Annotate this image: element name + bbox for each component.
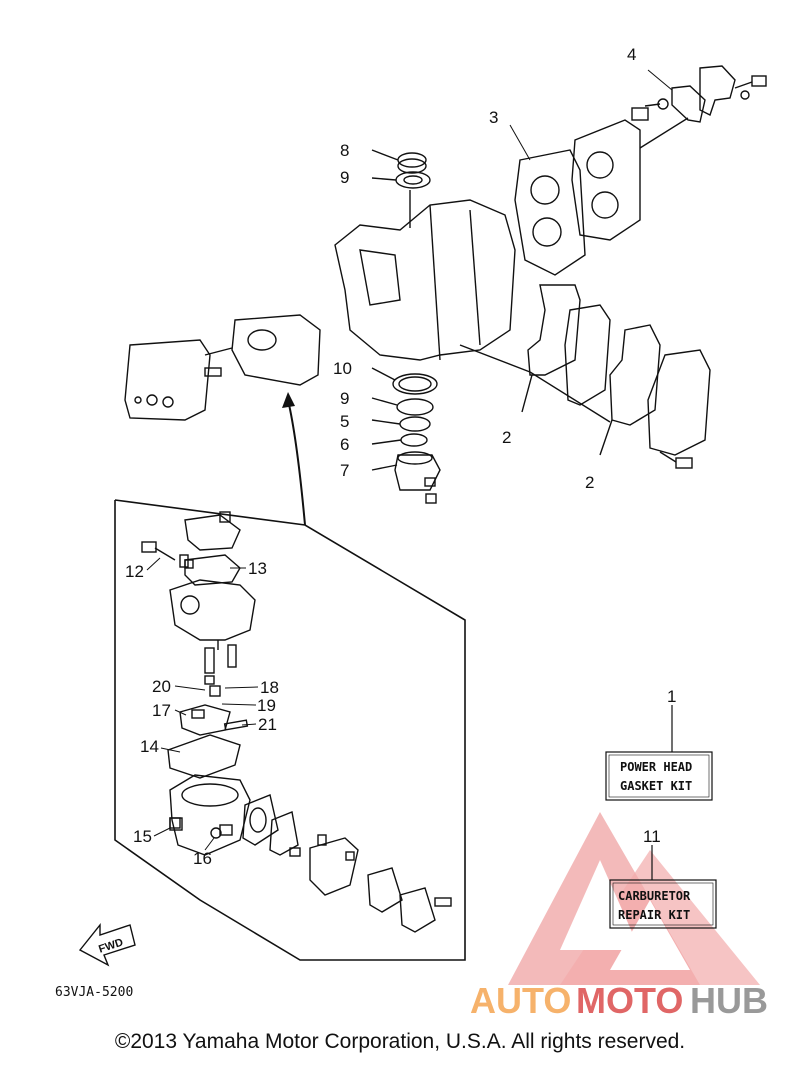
callout-9-upper: 9 bbox=[340, 168, 349, 187]
watermark-text: AUTO MOTO HUB bbox=[470, 980, 768, 1021]
cylinder-block bbox=[334, 190, 611, 423]
fwd-arrow: FWD bbox=[78, 923, 136, 967]
part-16-washer bbox=[210, 827, 222, 839]
callout-17: 17 bbox=[152, 701, 171, 720]
part-9-top-seal bbox=[371, 171, 431, 189]
diagram-code: 63VJA-5200 bbox=[55, 985, 133, 1000]
part-4-bracket bbox=[631, 65, 767, 123]
leader-lines bbox=[146, 69, 673, 851]
part-15-drain-screw bbox=[169, 817, 183, 831]
callout-19: 19 bbox=[257, 696, 276, 715]
carburetor-body bbox=[141, 511, 256, 641]
callout-2-upper: 2 bbox=[502, 428, 511, 447]
part-9-lower-seal bbox=[371, 397, 434, 416]
carburetor-kit-line1: CARBURETOR bbox=[618, 889, 691, 903]
carburetor-jets bbox=[204, 640, 237, 697]
assembly-arrow bbox=[282, 392, 306, 526]
callout-9-lower: 9 bbox=[340, 389, 349, 408]
carburetor-kit-line2: REPAIR KIT bbox=[618, 908, 690, 922]
callout-14: 14 bbox=[140, 737, 159, 756]
callout-21: 21 bbox=[258, 715, 277, 734]
callout-2-lower: 2 bbox=[585, 473, 594, 492]
power-head-kit-box: POWER HEAD GASKET KIT bbox=[605, 705, 713, 801]
watermark-part-auto: AUTO bbox=[470, 980, 571, 1021]
part-10-o-ring bbox=[371, 367, 438, 395]
fuel-pump-parts bbox=[242, 794, 452, 933]
carburetor-breakout-frame bbox=[114, 499, 466, 961]
carburetor-kit-box: CARBURETOR REPAIR KIT bbox=[609, 845, 717, 929]
watermark-part-hub: HUB bbox=[690, 980, 768, 1021]
callout-20: 20 bbox=[152, 677, 171, 696]
copyright-notice: ©2013 Yamaha Motor Corporation, U.S.A. A… bbox=[114, 1030, 686, 1053]
callout-11: 11 bbox=[643, 827, 661, 846]
part-2-reed-gaskets bbox=[521, 284, 711, 469]
part-21-pin bbox=[223, 719, 249, 731]
callout-8: 8 bbox=[340, 141, 349, 160]
watermark-part-moto: MOTO bbox=[576, 980, 683, 1021]
power-head-kit-line2: GASKET KIT bbox=[620, 779, 692, 793]
callout-3: 3 bbox=[489, 108, 498, 127]
part-14-gasket bbox=[167, 734, 241, 779]
intake-silencer bbox=[124, 314, 321, 421]
callout-5: 5 bbox=[340, 412, 349, 431]
callout-10: 10 bbox=[333, 359, 352, 378]
callout-12: 12 bbox=[125, 562, 144, 581]
callout-7: 7 bbox=[340, 461, 349, 480]
float-chamber bbox=[169, 774, 251, 856]
callout-16: 16 bbox=[193, 849, 212, 868]
part-3-exhaust-gaskets bbox=[514, 117, 689, 276]
callout-6: 6 bbox=[340, 435, 349, 454]
callout-13: 13 bbox=[248, 559, 267, 578]
callout-15: 15 bbox=[133, 827, 152, 846]
part-5-washer bbox=[371, 416, 431, 432]
part-7-housing bbox=[371, 451, 441, 504]
callout-1: 1 bbox=[667, 687, 676, 706]
watermark-logo bbox=[508, 812, 760, 985]
callout-18: 18 bbox=[260, 678, 279, 697]
callout-4: 4 bbox=[627, 45, 636, 64]
part-17-float bbox=[179, 704, 231, 736]
part-8-oil-seal bbox=[371, 149, 427, 174]
power-head-kit-line1: POWER HEAD bbox=[620, 760, 692, 774]
part-6-seal bbox=[371, 433, 428, 447]
